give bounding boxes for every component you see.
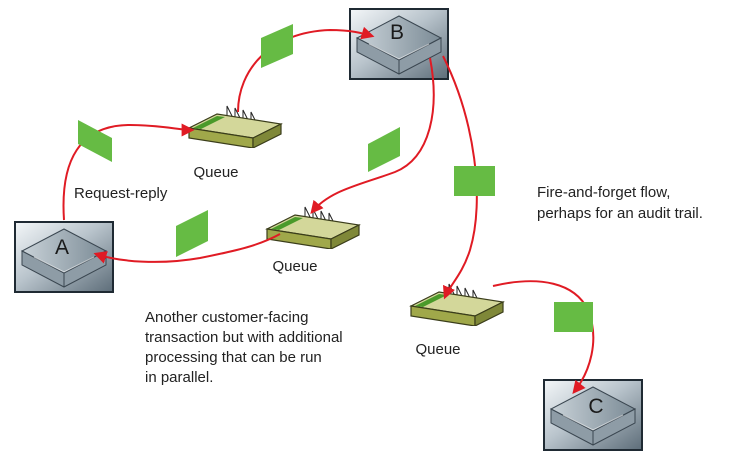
queue-3: Queue <box>410 283 504 358</box>
customer-facing-line-4: in parallel. <box>145 369 213 386</box>
customer-facing-line-1: Another customer-facing <box>145 309 308 326</box>
arrow-a-to-queue1 <box>62 123 195 221</box>
message-b-to-queue2 <box>368 127 400 172</box>
queue-3-label: Queue <box>415 341 460 358</box>
server-b: B <box>349 8 449 80</box>
fire-forget-line-1: Fire-and-forget flow, <box>537 184 670 201</box>
server-a-label: A <box>55 236 69 259</box>
arrow-b-to-queue3 <box>442 55 478 300</box>
request-reply-label: Request-reply <box>74 185 168 202</box>
customer-facing-line-2: transaction but with additional <box>145 329 343 346</box>
arrow-queue1-to-b <box>237 26 375 113</box>
arrow-queue3-to-c <box>492 280 595 395</box>
server-c: C <box>543 379 643 451</box>
queue-3-icon <box>410 283 504 326</box>
arrow-b-to-queue2 <box>310 57 435 215</box>
arrow-queue2-to-a <box>93 233 281 264</box>
queue-2-label: Queue <box>272 258 317 275</box>
server-c-label: C <box>588 395 603 418</box>
server-b-icon <box>349 8 449 80</box>
queue-2-icon <box>266 206 360 249</box>
message-queue1-to-b <box>261 24 293 68</box>
queue-1: Queue <box>188 105 282 181</box>
queue-1-icon <box>188 105 282 148</box>
message-queue2-to-a <box>176 210 208 257</box>
server-b-label: B <box>390 21 404 44</box>
message-queue3-to-c <box>554 302 593 332</box>
fire-and-forget-note: Fire-and-forget flow, perhaps for an aud… <box>537 184 703 222</box>
queue-1-label: Queue <box>193 164 238 181</box>
message-b-to-queue3 <box>454 166 495 196</box>
server-a: A <box>14 221 114 293</box>
queue-2: Queue <box>266 206 360 275</box>
customer-facing-line-3: processing that can be run <box>145 349 322 366</box>
fire-forget-line-2: perhaps for an audit trail. <box>537 205 703 222</box>
message-a-to-queue1 <box>78 120 112 162</box>
customer-facing-note: Another customer-facing transaction but … <box>145 309 343 386</box>
